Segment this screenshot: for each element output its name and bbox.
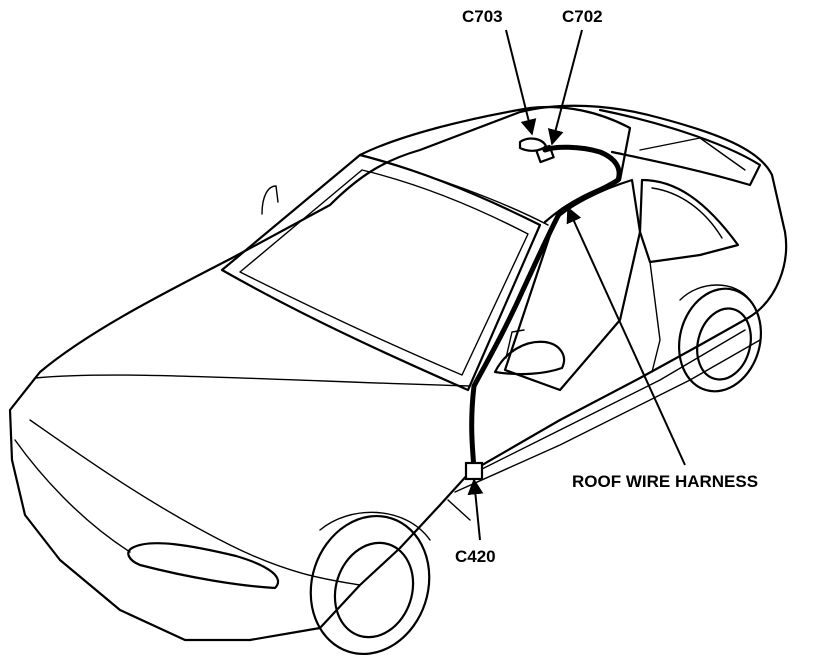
label-c703: C703 — [462, 7, 503, 26]
label-c420: C420 — [455, 547, 496, 566]
label-roof-wire-harness: ROOF WIRE HARNESS — [572, 472, 758, 491]
connector-c420 — [464, 461, 484, 481]
c703-leader — [505, 29, 537, 136]
roof-harness-leader — [566, 206, 686, 466]
car-outline — [8, 104, 788, 656]
roof-wire-harness — [469, 144, 622, 471]
c420-leader — [467, 478, 484, 541]
label-c702: C702 — [562, 7, 603, 26]
c702-leader — [547, 29, 583, 146]
connector-c703-c702 — [518, 137, 555, 164]
